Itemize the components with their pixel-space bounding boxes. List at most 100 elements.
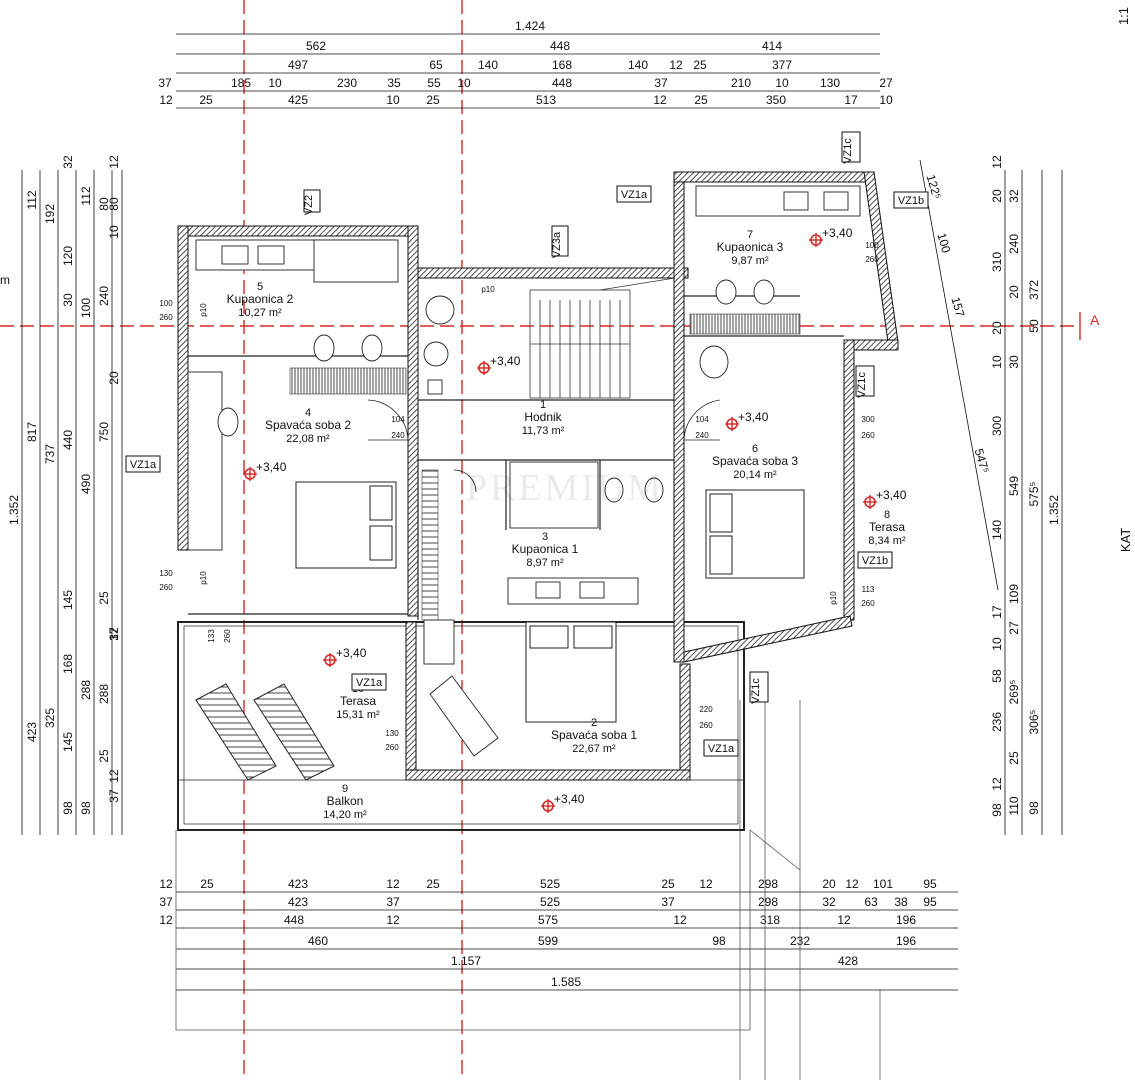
- opening-size: 260: [385, 743, 399, 752]
- right-dim-c1: 17: [990, 605, 1004, 619]
- bottom-dim-row2: 37: [159, 895, 173, 909]
- window-tag-label: VZ1a: [356, 677, 383, 689]
- door-swings: [367, 399, 721, 493]
- left-dim-c5: 490: [79, 474, 93, 494]
- opening-size: 130: [159, 569, 173, 578]
- level-value: +3,40: [822, 226, 853, 240]
- window-tag: VZ1a: [351, 673, 387, 691]
- window-tag-label: VZ1b: [898, 195, 924, 207]
- room-area: 9,87 m²: [731, 255, 769, 267]
- room-area: 10,27 m²: [238, 307, 282, 319]
- top-dim-row3: 25: [693, 58, 707, 72]
- floor-label: KAT: [1118, 528, 1133, 552]
- right-dim-c2: 549: [1007, 476, 1021, 496]
- left-dim-c7: 12: [107, 155, 121, 169]
- bottom-dim-row1: 423: [288, 877, 308, 891]
- room-name: Terasa: [340, 694, 376, 708]
- window-tag: VZ1a: [125, 455, 161, 473]
- bottom-dim-row3: 12: [159, 913, 173, 927]
- opening-size: 240: [695, 431, 709, 440]
- room-area: 8,34 m²: [868, 535, 906, 547]
- bottom-dim-row3: 12: [673, 913, 687, 927]
- opening-size: 260: [159, 583, 173, 592]
- left-dim-c6: 240: [97, 286, 111, 306]
- top-dim-row2: 448: [550, 39, 570, 53]
- right-dim-c1: 10: [990, 637, 1004, 651]
- right-dim-c1: 58: [990, 669, 1004, 683]
- opening-size: 104: [695, 415, 709, 424]
- top-dim-row4: 37: [654, 76, 668, 90]
- level-value: +3,40: [738, 410, 769, 424]
- left-dim-c4: 120: [61, 246, 75, 266]
- top-dim-row5: 10: [386, 93, 400, 107]
- bottom-dim-row3: 575: [538, 913, 558, 927]
- bottom-dim-row1: 525: [540, 877, 560, 891]
- bottom-dim-row3: 448: [284, 913, 304, 927]
- left-dim-c5: 100: [79, 298, 93, 318]
- opening-size: 260: [865, 255, 879, 264]
- opening-size: 260: [861, 431, 875, 440]
- right-dim-c3: 50: [1027, 319, 1041, 333]
- window-tag: VZ1b: [857, 551, 893, 569]
- level-marker: +3,40: [323, 646, 367, 667]
- left-dim-c2: 423: [25, 722, 39, 742]
- bottom-dim-row2: 423: [288, 895, 308, 909]
- left-dim-c1: 1.352: [7, 495, 21, 525]
- right-dim-c3: 575⁵: [1027, 481, 1041, 506]
- left-dim-c5: 98: [79, 801, 93, 815]
- room-number: 4: [305, 407, 311, 419]
- window-tag-label: VZ1c: [750, 678, 762, 704]
- top-dim-row3: 377: [772, 58, 792, 72]
- opening-size: p10: [199, 303, 208, 317]
- right-dim-c1: 300: [990, 416, 1004, 436]
- top-dim-row4: 55: [427, 76, 441, 90]
- bottom-dim-row2: 32: [822, 895, 836, 909]
- wardrobes: [289, 313, 801, 621]
- right-dim-c3: 372: [1027, 280, 1041, 300]
- bottom-dim-row1: 12: [386, 877, 400, 891]
- top-dim-row5: 10: [879, 93, 893, 107]
- opening-size: 240: [391, 431, 405, 440]
- top-dim-row4: 185: [231, 76, 251, 90]
- top-dim-row4: 448: [552, 76, 572, 90]
- bottom-dim-row1: 12: [845, 877, 859, 891]
- opening-size: 113: [862, 585, 875, 594]
- window-tag: VZ3a: [551, 225, 569, 258]
- level-value: +3,40: [336, 646, 367, 660]
- bottom-dim-row2: 525: [540, 895, 560, 909]
- right-dim-c2: 269⁵: [1007, 679, 1021, 704]
- right-dim-c1: 20: [990, 321, 1004, 335]
- bottom-dimension-lines: [176, 891, 958, 991]
- opening-size: 133: [207, 629, 216, 643]
- left-dim-c2: 112: [25, 190, 39, 209]
- bottom-dim-row1: 12: [699, 877, 713, 891]
- watermark: PREMIUM: [466, 467, 664, 509]
- bottom-dim-row2: 38: [894, 895, 908, 909]
- window-tag-label: VZ1a: [130, 459, 157, 471]
- level-marker: +3,40: [725, 410, 769, 431]
- right-dim-c1: 10: [990, 355, 1004, 369]
- left-dim-c4: 145: [61, 732, 75, 752]
- bottom-dim-row3: 12: [837, 913, 851, 927]
- opening-size: 100: [159, 299, 173, 308]
- top-dim-row5: 17: [844, 93, 858, 107]
- sun-loungers: [195, 683, 335, 781]
- top-dim-row5: 25: [199, 93, 213, 107]
- scale-label: 1:1: [1116, 7, 1131, 25]
- top-dim-row4: 35: [387, 76, 401, 90]
- bottom-dim-row3: 318: [760, 913, 780, 927]
- opening-size: 100: [865, 241, 879, 250]
- left-dim-c7: 12: [107, 769, 121, 783]
- beds: [295, 481, 805, 723]
- room-name: Hodnik: [524, 410, 562, 424]
- left-dim-c4: 30: [61, 293, 75, 307]
- window-tag-label: VZ1c: [856, 372, 868, 398]
- bottom-dim-row4: 196: [896, 934, 916, 948]
- room-name: Spavaća soba 3: [712, 454, 798, 468]
- window-tag-label: VZ1a: [621, 189, 648, 201]
- room-area: 8,97 m²: [526, 557, 564, 569]
- top-dim-row4: 10: [775, 76, 789, 90]
- top-dim-row4: 210: [731, 76, 751, 90]
- left-dim-c6: 288: [97, 684, 111, 704]
- opening-size: p10: [829, 591, 838, 605]
